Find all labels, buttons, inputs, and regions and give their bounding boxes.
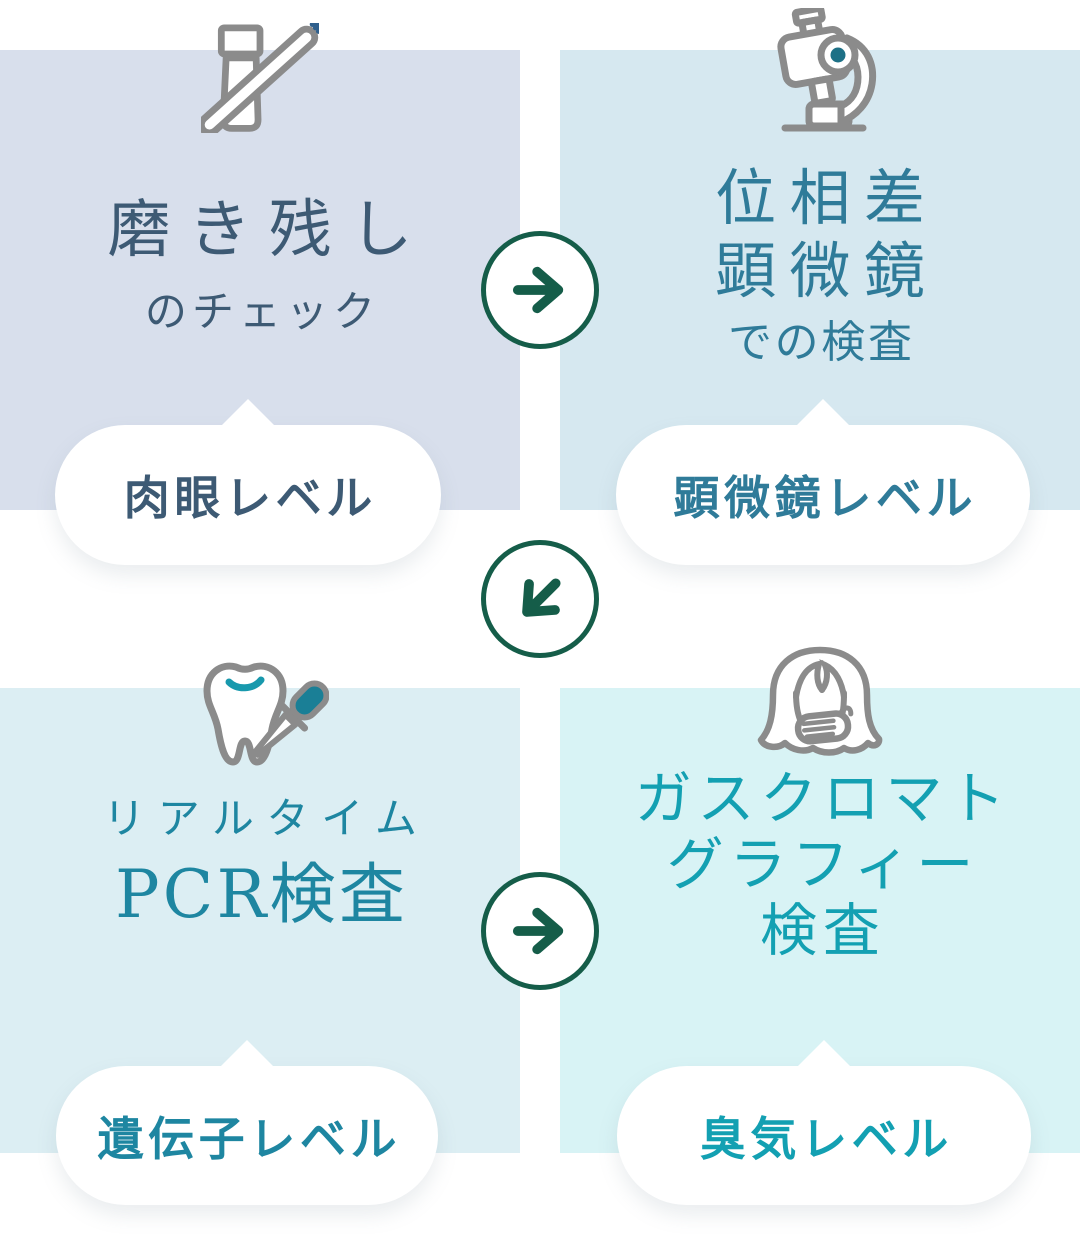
step-title: ガスクロマト グラフィー 検査	[560, 766, 1080, 964]
badge-label: 臭気レベル	[699, 1111, 953, 1166]
badge-pointer	[220, 1040, 274, 1067]
step-title-line: リアルタイム	[103, 794, 430, 843]
step-title-line: のチェック	[144, 287, 381, 336]
badge-label: 肉眼レベル	[123, 471, 377, 525]
step-title: リアルタイム PCR検査	[0, 798, 520, 928]
step-title: 位相差 顕微鏡 での検査	[560, 162, 1080, 378]
arrow-right-icon	[481, 231, 599, 349]
microscope-icon	[759, 4, 881, 134]
step-title-line: 位相差	[715, 163, 939, 234]
badge-pointer	[221, 399, 275, 426]
arrow-down-left-icon	[481, 540, 599, 658]
badge-label: 遺伝子レベル	[97, 1111, 402, 1166]
step-title-line: 検査	[760, 898, 886, 964]
face-covering-mouth-icon	[756, 643, 884, 761]
badge-label: 顕微鏡レベル	[673, 471, 978, 525]
badge-pointer	[796, 399, 850, 426]
level-badge-gene: 遺伝子レベル	[56, 1040, 438, 1205]
step-title-line: 顕微鏡	[715, 236, 939, 307]
step-title-line: グラフィー	[666, 832, 980, 898]
level-badge-naked-eye: 肉眼レベル	[55, 399, 441, 565]
level-badge-odor: 臭気レベル	[617, 1040, 1031, 1205]
step-title: 磨き残し のチェック	[0, 198, 520, 333]
step-title-line: 磨き残し	[107, 193, 431, 266]
tooth-dropper-icon	[191, 655, 330, 773]
badge-pointer	[797, 1040, 851, 1067]
step-title-line: での検査	[728, 317, 915, 368]
step-title-line: PCR検査	[115, 856, 409, 933]
arrow-right-icon	[481, 872, 599, 990]
level-badge-microscope: 顕微鏡レベル	[616, 399, 1030, 565]
step-title-line: ガスクロマト	[634, 766, 1011, 832]
toothbrush-toothpaste-icon	[197, 12, 335, 137]
